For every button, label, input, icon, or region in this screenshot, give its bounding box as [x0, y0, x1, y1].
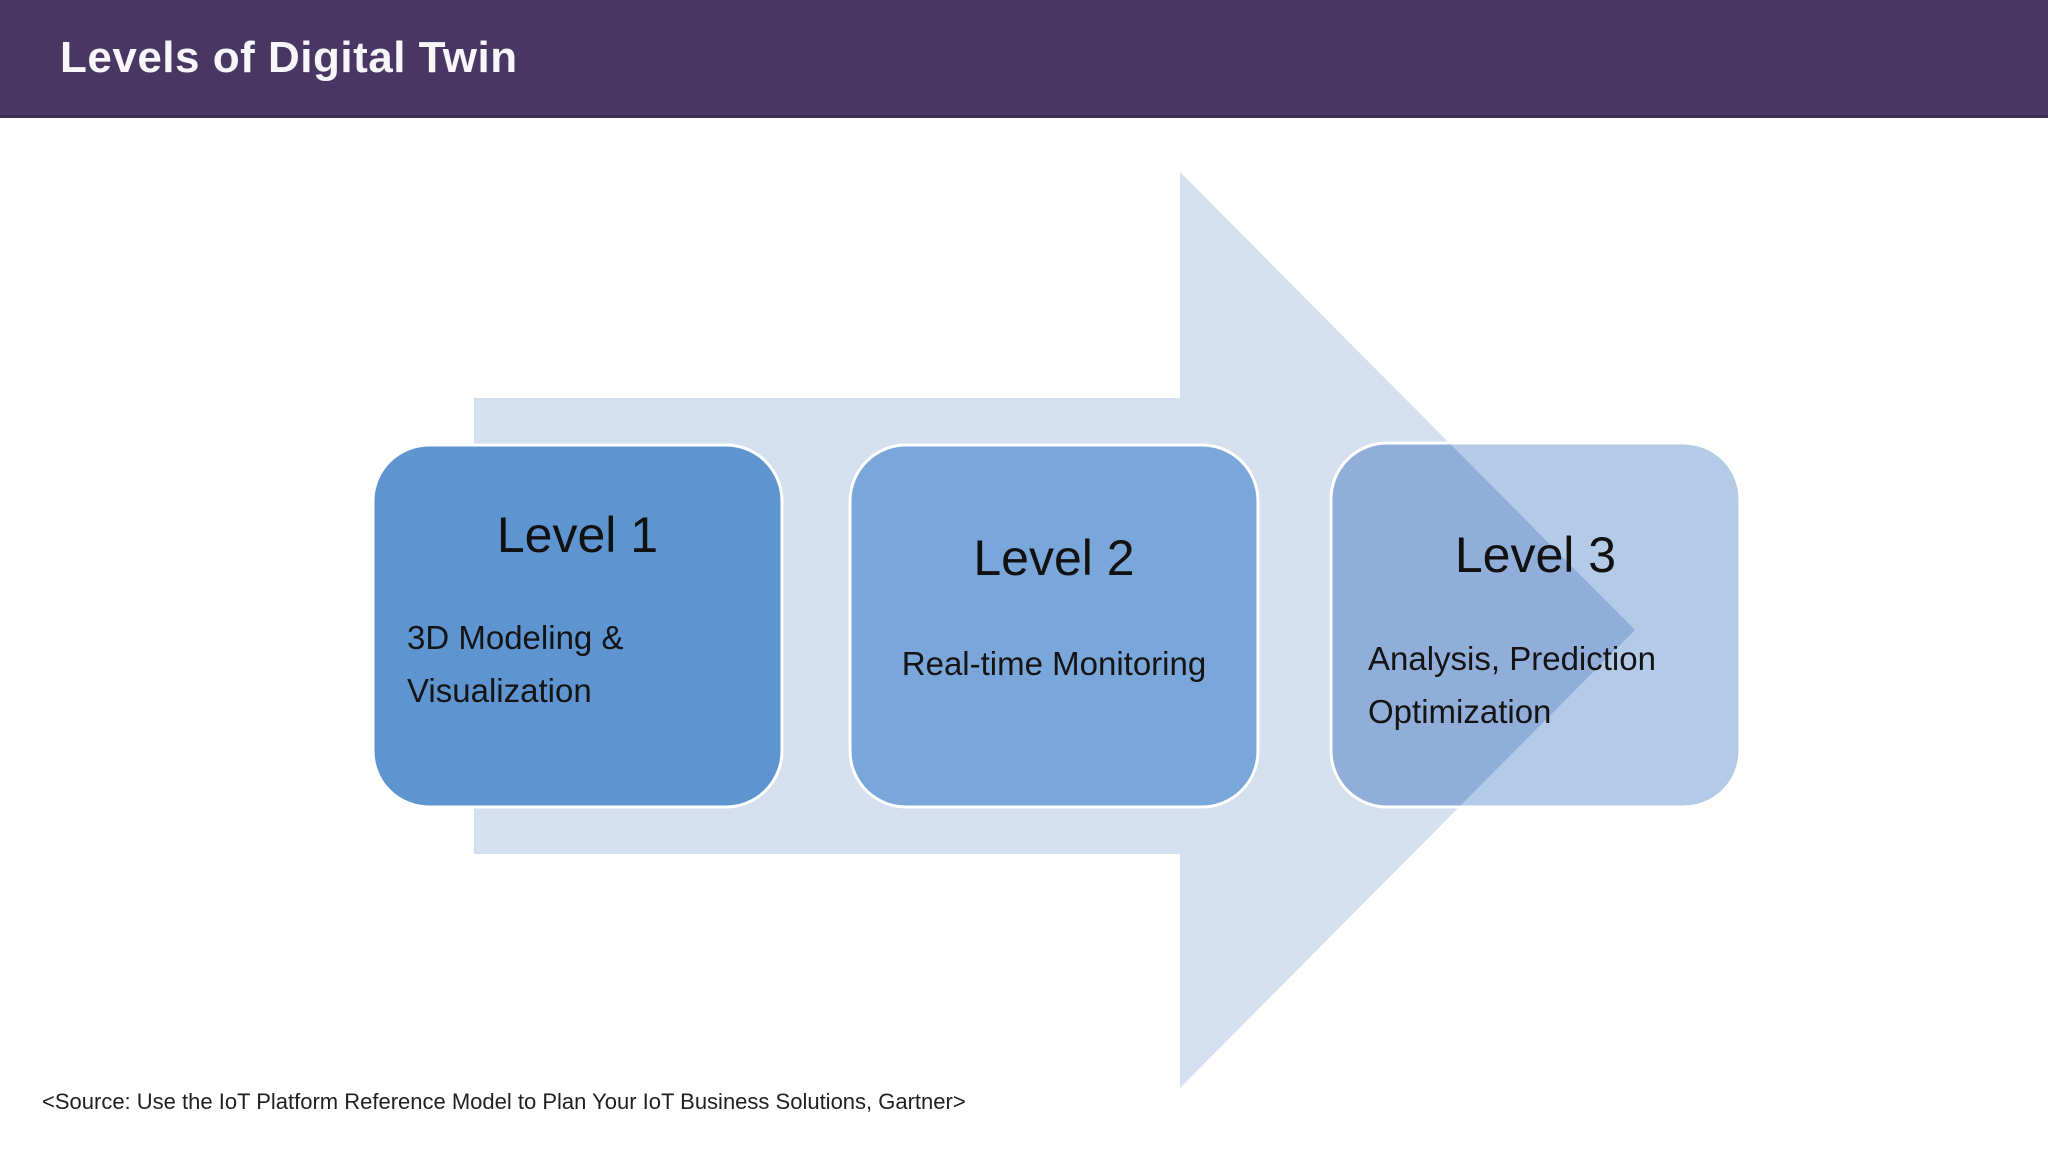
slide-header: Levels of Digital Twin — [0, 0, 2048, 118]
level-2-description-line-1: Real-time Monitoring — [901, 645, 1207, 682]
level-1-card: Level 1 3D Modeling & Visualization — [373, 445, 782, 807]
level-1-description-line-1: 3D Modeling & — [407, 619, 624, 656]
level-2-card: Level 2 Real-time Monitoring — [850, 445, 1258, 807]
level-1-description: 3D Modeling & Visualization — [373, 611, 782, 717]
level-3-description-line-1: Analysis, Prediction — [1368, 640, 1656, 677]
level-3-card: Level 3 Analysis, Prediction Optimizatio… — [1331, 443, 1740, 807]
level-3-box-outline — [1329, 441, 1742, 809]
level-3-title: Level 3 — [1454, 527, 1617, 583]
slide-title: Levels of Digital Twin — [60, 32, 518, 82]
level-1-box — [371, 443, 784, 809]
level-2-description: Real-time Monitoring — [850, 637, 1258, 690]
level-3-description: Analysis, Prediction Optimization — [1331, 632, 1740, 738]
level-2-box — [848, 443, 1260, 809]
level-2-title: Level 2 — [973, 530, 1135, 586]
source-citation: <Source: Use the IoT Platform Reference … — [42, 1089, 966, 1114]
arrow-head-overlay — [1331, 443, 1635, 807]
level-1-description-line-2: Visualization — [407, 672, 592, 709]
level-1-title: Level 1 — [496, 507, 659, 563]
level-3-description-line-2: Optimization — [1368, 693, 1552, 730]
